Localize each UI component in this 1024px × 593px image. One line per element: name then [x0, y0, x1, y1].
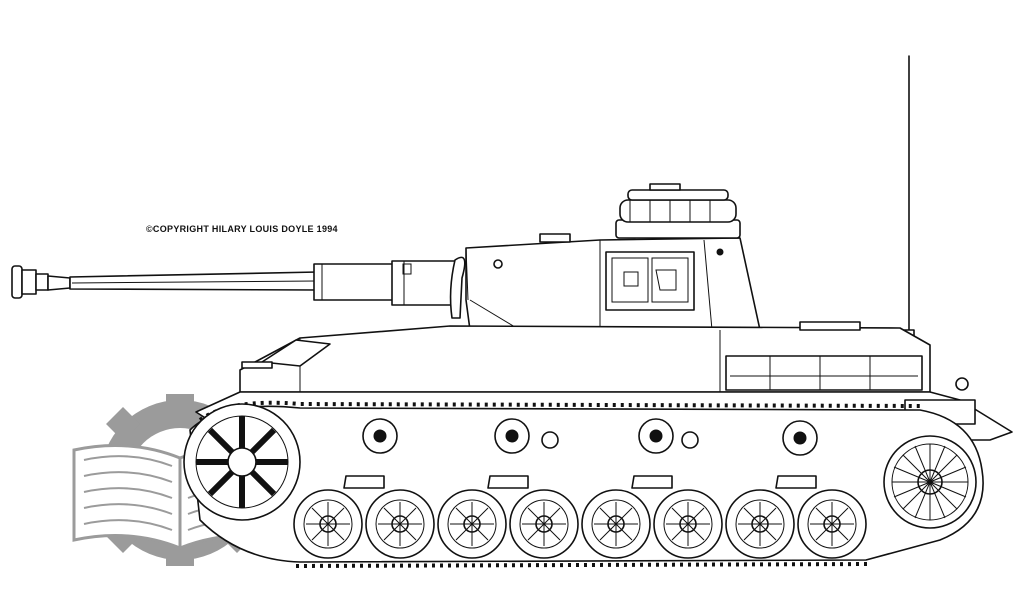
- suspension-bogies: [343, 475, 817, 489]
- idler-wheel: [883, 435, 977, 529]
- drive-sprocket: [183, 403, 301, 521]
- main-gun: [11, 256, 466, 319]
- turret-side-hatch: [605, 251, 695, 311]
- road-wheel: [581, 489, 651, 559]
- road-wheel: [365, 489, 435, 559]
- gun-mantlet: [449, 256, 466, 319]
- copyright-credit: ©COPYRIGHT HILARY LOUIS DOYLE 1994: [146, 224, 338, 234]
- road-wheel: [293, 489, 363, 559]
- road-wheel: [725, 489, 795, 559]
- road-wheel: [437, 489, 507, 559]
- muzzle-brake: [11, 265, 23, 299]
- road-wheels: [293, 489, 867, 559]
- engine-deck: [725, 355, 923, 391]
- road-wheel: [509, 489, 579, 559]
- antenna: [903, 55, 915, 339]
- road-wheel: [653, 489, 723, 559]
- return-rollers: [362, 418, 818, 456]
- hull: [195, 321, 1013, 441]
- road-wheel: [797, 489, 867, 559]
- turret: [465, 183, 761, 331]
- driver-visor: [261, 339, 331, 367]
